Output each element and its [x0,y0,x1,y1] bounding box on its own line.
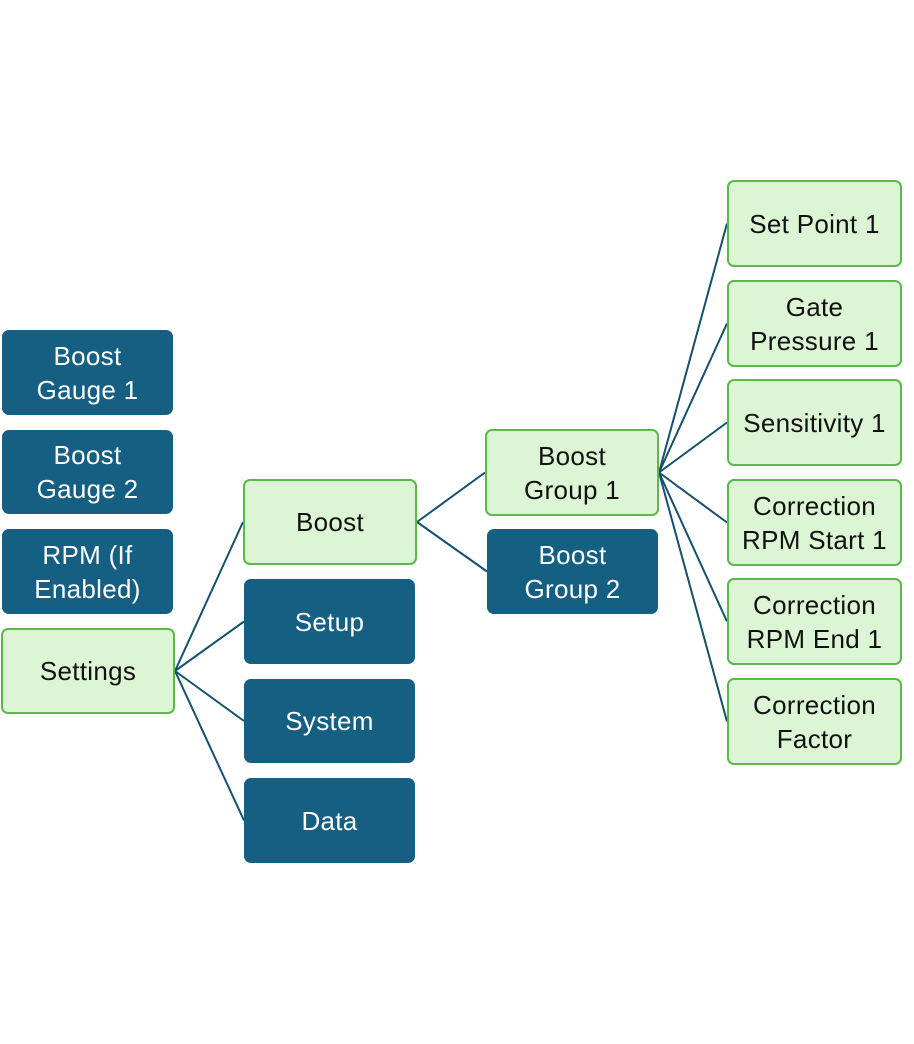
connector-settings-to-data [174,670,245,821]
node-boost-gauge-1: Boost Gauge 1 [2,330,173,415]
connector-boost-to-boost_group_2 [416,521,488,573]
connector-settings-to-setup [174,620,245,672]
node-system: System [244,679,415,763]
node-boost-group-1: Boost Group 1 [485,429,659,516]
node-gate-pressure-1: Gate Pressure 1 [727,280,902,367]
connector-boost_group_1-to-gate_pressure_1 [658,323,728,473]
connector-boost_group_1-to-correction_rpm_start_1 [658,471,728,524]
node-settings: Settings [1,628,175,714]
connector-settings-to-system [174,670,245,722]
connector-boost_group_1-to-sensitivity_1 [658,421,728,474]
node-sensitivity-1: Sensitivity 1 [727,379,902,466]
node-set-point-1: Set Point 1 [727,180,902,267]
node-correction-rpm-start-1: Correction RPM Start 1 [727,479,902,566]
node-correction-factor: Correction Factor [727,678,902,765]
node-rpm-if-enabled: RPM (If Enabled) [2,529,173,614]
connector-settings-to-boost [174,521,244,672]
node-setup: Setup [244,579,415,664]
connector-boost_group_1-to-correction_rpm_end_1 [658,472,728,622]
node-boost-gauge-2: Boost Gauge 2 [2,430,173,514]
connector-boost_group_1-to-set_point_1 [658,223,728,473]
node-data: Data [244,778,415,863]
connector-boost-to-boost_group_1 [416,471,486,523]
connector-boost_group_1-to-correction_factor [658,472,728,722]
node-boost: Boost [243,479,417,565]
node-correction-rpm-end-1: Correction RPM End 1 [727,578,902,665]
node-boost-group-2: Boost Group 2 [487,529,658,614]
